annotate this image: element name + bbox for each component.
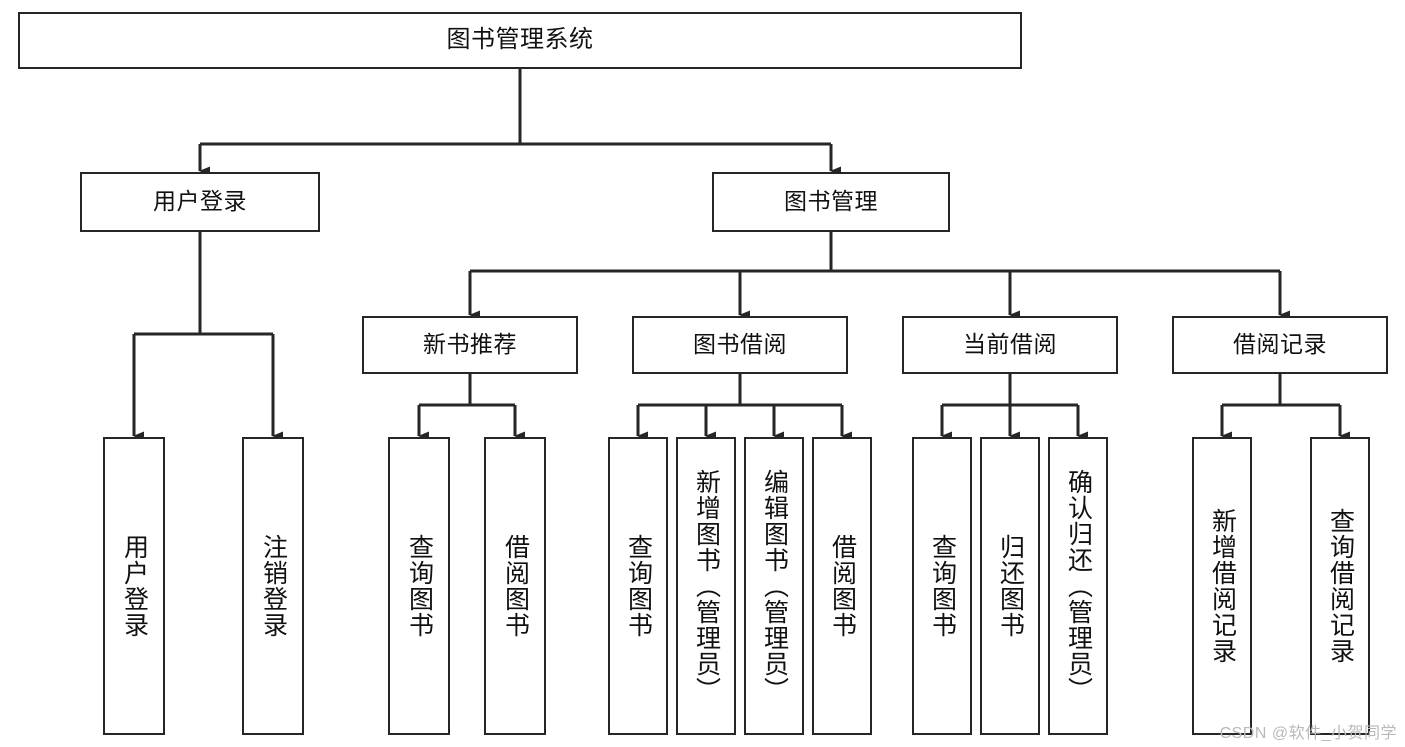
node-label: 图书管理 [784, 188, 878, 215]
node-label: 借阅图书 [828, 534, 857, 638]
node-label: 编辑图书（管理员） [760, 469, 789, 703]
node-user-login[interactable]: 用户登录 [80, 172, 320, 232]
node-label: 用户登录 [153, 188, 247, 215]
leaf-query-book-recommend[interactable]: 查询图书 [388, 437, 450, 735]
node-label: 新增借阅记录 [1208, 508, 1237, 664]
node-label: 查询图书 [405, 534, 434, 638]
node-label: 查询图书 [624, 534, 653, 638]
node-label: 图书借阅 [693, 331, 787, 358]
leaf-add-borrow-record[interactable]: 新增借阅记录 [1192, 437, 1252, 735]
leaf-borrow-book-borrow[interactable]: 借阅图书 [812, 437, 872, 735]
node-label: 注销登录 [259, 534, 288, 638]
node-label: 确认归还（管理员） [1064, 469, 1093, 703]
node-book-borrow[interactable]: 图书借阅 [632, 316, 848, 374]
leaf-query-borrow-record[interactable]: 查询借阅记录 [1310, 437, 1370, 735]
leaf-add-book-admin[interactable]: 新增图书（管理员） [676, 437, 736, 735]
node-root[interactable]: 图书管理系统 [18, 12, 1022, 69]
node-book-manage[interactable]: 图书管理 [712, 172, 950, 232]
leaf-query-book-current[interactable]: 查询图书 [912, 437, 972, 735]
node-label: 查询借阅记录 [1326, 508, 1355, 664]
node-borrow-record[interactable]: 借阅记录 [1172, 316, 1388, 374]
node-label: 借阅记录 [1233, 331, 1327, 358]
node-label: 用户登录 [120, 534, 149, 638]
node-label: 图书管理系统 [446, 26, 594, 54]
node-label: 新增图书（管理员） [692, 469, 721, 703]
leaf-confirm-return-admin[interactable]: 确认归还（管理员） [1048, 437, 1108, 735]
leaf-borrow-book-recommend[interactable]: 借阅图书 [484, 437, 546, 735]
node-label: 查询图书 [928, 534, 957, 638]
leaf-query-book-borrow[interactable]: 查询图书 [608, 437, 668, 735]
node-new-book-recommend[interactable]: 新书推荐 [362, 316, 578, 374]
node-label: 归还图书 [996, 534, 1025, 638]
leaf-return-book[interactable]: 归还图书 [980, 437, 1040, 735]
leaf-user-login[interactable]: 用户登录 [103, 437, 165, 735]
leaf-edit-book-admin[interactable]: 编辑图书（管理员） [744, 437, 804, 735]
node-label: 借阅图书 [501, 534, 530, 638]
node-label: 新书推荐 [423, 331, 517, 358]
watermark: CSDN @软件_小贺同学 [1219, 725, 1397, 742]
node-label: 当前借阅 [963, 331, 1057, 358]
node-current-borrow[interactable]: 当前借阅 [902, 316, 1118, 374]
leaf-logout[interactable]: 注销登录 [242, 437, 304, 735]
